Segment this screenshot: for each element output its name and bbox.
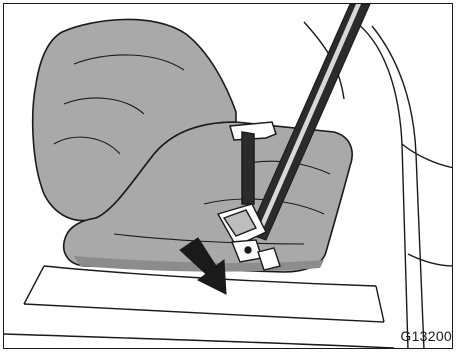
figure-code-label: G13200 (400, 328, 452, 344)
vehicle-seat-cushion (4, 266, 394, 348)
child-seat-installation-illustration (4, 4, 453, 349)
figure-frame: G13200 (3, 3, 453, 349)
